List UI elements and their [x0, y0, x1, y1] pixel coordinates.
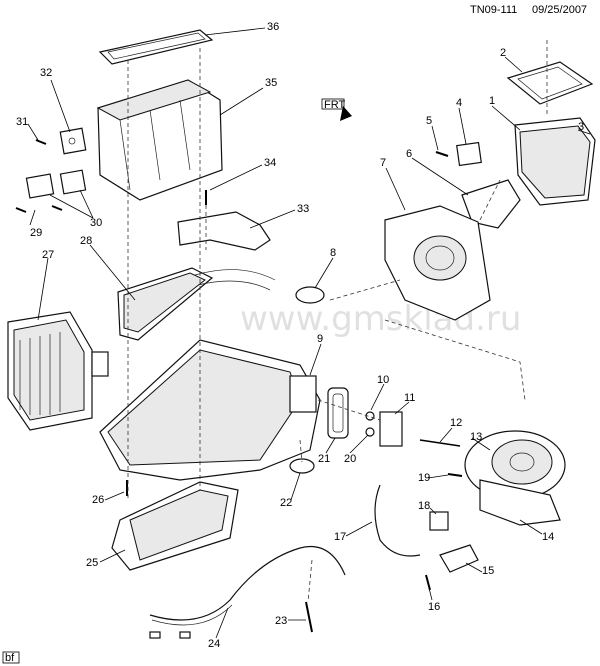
part-18-resistor [429, 511, 449, 531]
callout-13: 13 [470, 431, 482, 443]
callout-29: 29 [30, 227, 42, 239]
callout-24: 24 [208, 638, 220, 650]
part-6-door [461, 179, 521, 229]
part-35-upper-case [96, 79, 223, 201]
callout-23: 23 [275, 615, 287, 627]
callout-19: 19 [418, 472, 430, 484]
part-10-oring [365, 411, 375, 421]
part-4-actuator [456, 141, 482, 167]
part-36-gasket [98, 29, 214, 65]
part-1-filter-housing [514, 117, 596, 206]
screw-19-icon [447, 473, 463, 477]
callout-21: 21 [318, 453, 330, 465]
callout-15: 15 [482, 565, 494, 577]
part-7-blower-housing [384, 205, 491, 321]
callout-12: 12 [450, 417, 462, 429]
callout-14: 14 [542, 531, 554, 543]
part-14-blower-motor [464, 430, 566, 526]
callout-5: 5 [426, 115, 432, 127]
part-32-actuator [59, 127, 87, 155]
callout-32: 32 [40, 67, 52, 79]
part-21-seal [327, 387, 349, 439]
callout-9: 9 [317, 333, 323, 345]
screw-31-icon [35, 139, 47, 145]
front-label: FRT [324, 99, 345, 111]
screw-5-icon [435, 151, 449, 157]
callout-33: 33 [297, 203, 309, 215]
callout-2: 2 [500, 47, 506, 59]
part-25-duct [111, 481, 239, 571]
callout-17: 17 [334, 531, 346, 543]
callout-34: 34 [264, 157, 276, 169]
callout-22: 22 [280, 497, 292, 509]
callout-20: 20 [344, 453, 356, 465]
part-20-oring [365, 427, 375, 437]
callout-25: 25 [86, 557, 98, 569]
part-9-lower-case [99, 339, 321, 481]
callout-7: 7 [380, 157, 386, 169]
part-17-harness [374, 484, 421, 557]
callout-4: 4 [456, 97, 462, 109]
part-2-gasket [506, 61, 594, 105]
callout-1: 1 [489, 95, 495, 107]
part-24-wire-harness [149, 546, 346, 639]
callout-26: 26 [92, 494, 104, 506]
callout-10: 10 [377, 374, 389, 386]
callout-36: 36 [267, 21, 279, 33]
diagram-date: 09/25/2007 [532, 4, 587, 16]
screw-16-icon [425, 574, 431, 591]
alignment-lines [127, 40, 548, 603]
callout-27: 27 [42, 249, 54, 261]
screw-29-icon [15, 205, 63, 213]
corner-tag: bf [2, 651, 20, 664]
callout-35: 35 [265, 77, 277, 89]
part-12-bolt [419, 439, 461, 447]
callout-leaders [27, 27, 591, 639]
callout-31: 31 [16, 116, 28, 128]
callout-30: 30 [90, 217, 102, 229]
front-arrow-icon: FRT [321, 98, 352, 121]
part-15-bracket [439, 544, 479, 573]
part-22-seal [289, 458, 315, 474]
callout-16: 16 [428, 601, 440, 613]
part-30-actuators [25, 169, 87, 199]
callout-18: 18 [418, 500, 430, 512]
callout-6: 6 [406, 148, 412, 160]
part-8-seal [295, 286, 325, 304]
part-11-expansion-valve [379, 411, 403, 447]
part-27-evaporator [7, 311, 109, 431]
part-23-sensor [305, 601, 313, 633]
svg-text:bf: bf [5, 652, 15, 664]
diagram-ref: TN09-111 [470, 4, 517, 16]
callout-3: 3 [578, 121, 584, 133]
part-28-heater-core [117, 267, 276, 341]
callout-8: 8 [330, 247, 336, 259]
part-33-duct [177, 211, 271, 251]
callout-11: 11 [404, 392, 415, 404]
callout-28: 28 [80, 235, 92, 247]
